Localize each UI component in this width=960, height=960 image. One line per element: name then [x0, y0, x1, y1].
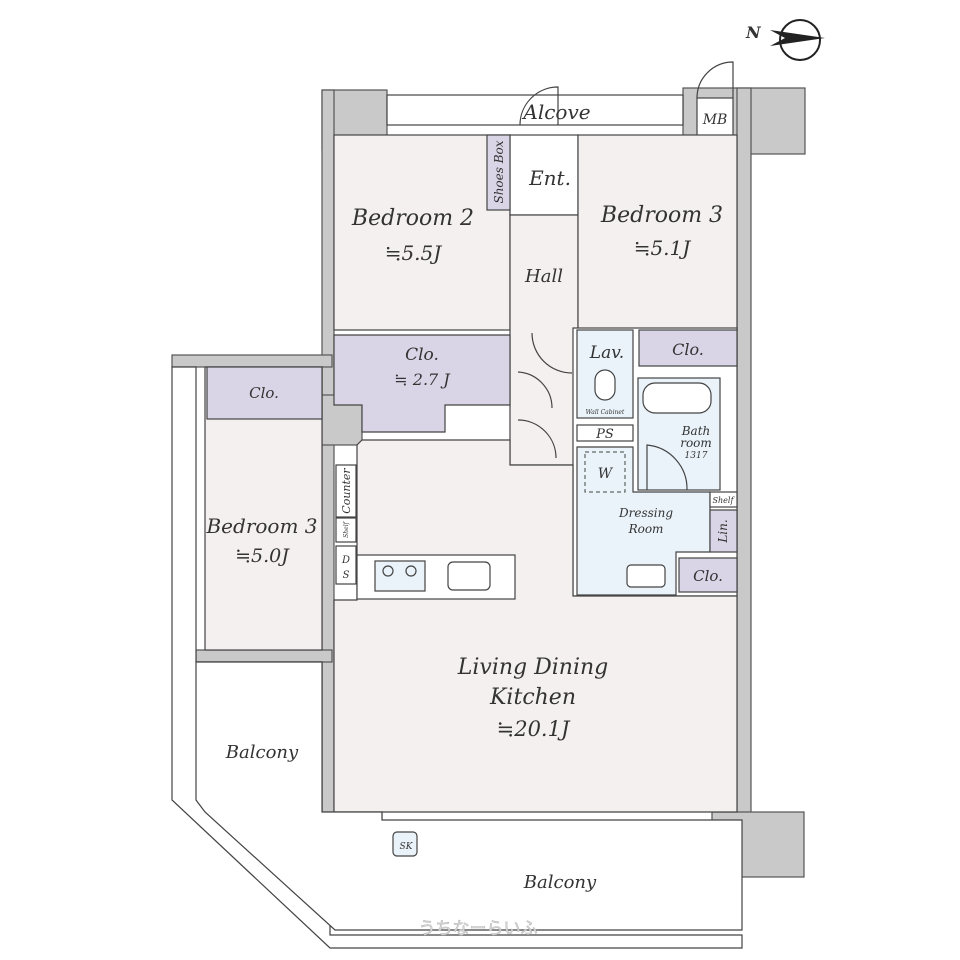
door-swing — [696, 61, 734, 99]
bathtub-icon — [642, 382, 712, 414]
closet-right — [638, 329, 738, 367]
toilet-icon — [594, 369, 616, 401]
ps — [576, 424, 634, 442]
slop-sink — [392, 831, 418, 857]
closet-left-label: Clo. — [249, 384, 279, 402]
dressing-label-1: Dressing — [618, 506, 673, 520]
balcony-left-label: Balcony — [225, 742, 299, 763]
balcony-bottom-label: Balcony — [523, 872, 597, 893]
mb-label: MB — [702, 112, 728, 128]
bath-door — [646, 444, 688, 491]
dressing-label-2: Room — [628, 522, 664, 536]
shelf-bath-label: Shelf — [713, 496, 736, 505]
compass-icon: N — [745, 19, 825, 61]
bedroom-3-right — [577, 134, 738, 331]
bedroom-2-name: Bedroom 2 — [351, 206, 474, 231]
wall — [195, 649, 333, 663]
closet-dressing — [678, 557, 738, 593]
wall-cabinet-label: Wall Cabinet — [586, 409, 625, 416]
linen-label: Lin. — [716, 519, 730, 543]
shoes-box-label: Shoes Box — [492, 140, 506, 203]
bathroom-label-2: room — [680, 436, 712, 450]
stove-icon — [374, 560, 426, 592]
wall — [171, 354, 333, 368]
wall — [736, 87, 752, 821]
closet-left — [206, 366, 323, 420]
door-swing — [517, 419, 557, 459]
bathroom-label-1: Bath — [681, 424, 711, 438]
entrance-door[interactable] — [519, 86, 559, 126]
bedroom-3-left-name: Bedroom 3 — [205, 514, 317, 538]
ds-label-2: S — [343, 570, 350, 581]
door-swing — [517, 371, 553, 409]
hall — [509, 214, 579, 466]
alcove-label: Alcove — [521, 100, 590, 124]
ldk-label-1: Living Dining — [457, 655, 609, 680]
ldk-label-2: Kitchen — [489, 685, 576, 710]
washer-space — [584, 451, 626, 493]
bedroom-3-right-size: ≒5.1J — [634, 236, 692, 260]
washer-label: W — [598, 466, 614, 482]
linen-closet — [709, 509, 738, 553]
north-label: N — [745, 23, 762, 42]
bedroom-2-size: ≒5.5J — [385, 241, 443, 265]
closet-dressing-label: Clo. — [693, 567, 723, 585]
entrance-label: Ent. — [528, 166, 571, 190]
sk-label: SK — [400, 842, 414, 852]
dishwasher — [335, 545, 357, 585]
closet-right-label: Clo. — [672, 340, 704, 359]
watermark: うちなーらいふ — [419, 919, 538, 939]
closet-center-name: Clo. — [405, 345, 439, 365]
burner-icon — [382, 565, 394, 577]
shoes-box — [486, 134, 511, 211]
sink-icon — [626, 564, 666, 588]
kitchen-sink-icon — [447, 561, 491, 591]
closet-center-size: ≒ 2.7 J — [394, 370, 451, 389]
alcove-area — [386, 94, 684, 126]
bedroom-3-right-name: Bedroom 3 — [600, 203, 723, 228]
closet-center — [333, 334, 511, 433]
bedroom-2 — [333, 134, 511, 331]
balcony — [195, 661, 743, 931]
bedroom-3-left-size: ≒5.0J — [235, 545, 290, 567]
ds-label-1: D — [341, 555, 350, 566]
burner-icon — [405, 565, 417, 577]
hall-label: Hall — [524, 266, 563, 287]
ldk-size: ≒20.1J — [497, 717, 571, 741]
counter-label: Counter — [340, 468, 353, 514]
ps-label: PS — [595, 427, 614, 442]
lavatory-label: Lav. — [589, 343, 624, 363]
bathroom-label-3: 1317 — [685, 451, 708, 461]
kitchen-shelf — [335, 517, 357, 543]
wall — [321, 89, 335, 821]
door-swing — [531, 332, 573, 374]
counter — [335, 464, 357, 518]
kitchen-shelf-label: Shelf — [343, 520, 350, 537]
shelf-bath — [709, 491, 738, 508]
